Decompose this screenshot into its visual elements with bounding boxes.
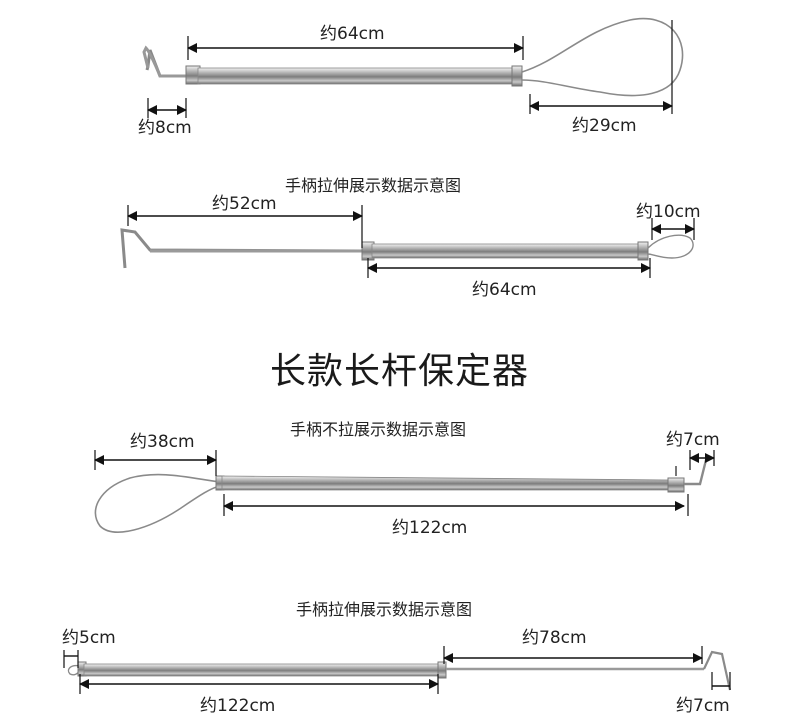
label-4-handle: 约122cm bbox=[200, 696, 276, 716]
dimension-line-4-extension bbox=[443, 646, 703, 664]
label-3-loop: 约38cm bbox=[130, 432, 195, 452]
page-title: 长款长杆保定器 bbox=[270, 351, 530, 392]
label-4-hook: 约7cm bbox=[676, 696, 730, 716]
dimension-line-2-handle bbox=[367, 258, 651, 278]
label-1-handle: 约64cm bbox=[320, 24, 385, 44]
label-2-handle: 约64cm bbox=[472, 280, 537, 300]
caption-section-3: 手柄不拉展示数据示意图 bbox=[290, 420, 467, 439]
pole-3 bbox=[94, 456, 713, 533]
label-1-hook: 约8cm bbox=[138, 118, 192, 138]
dimension-line-2-loop bbox=[651, 218, 695, 240]
label-4-loop: 约5cm bbox=[62, 628, 116, 648]
dimension-line-3-hook bbox=[689, 450, 715, 470]
dimension-line-1-loop bbox=[529, 20, 673, 114]
caption-section-2: 手柄拉伸展示数据示意图 bbox=[285, 176, 462, 195]
dimension-line-1-handle bbox=[187, 36, 524, 60]
dimension-line-3-loop bbox=[94, 450, 217, 476]
label-2-loop: 约10cm bbox=[636, 202, 701, 222]
label-3-hook: 约7cm bbox=[666, 430, 720, 450]
dimension-line-1-hook bbox=[147, 98, 187, 118]
dimension-line-2-extension bbox=[127, 205, 363, 248]
dimension-line-4-handle bbox=[79, 674, 439, 694]
dimension-line-4-hook bbox=[711, 672, 731, 690]
label-3-handle: 约122cm bbox=[392, 518, 468, 538]
caption-section-4: 手柄拉伸展示数据示意图 bbox=[296, 600, 473, 619]
pole-4 bbox=[67, 650, 732, 691]
label-2-extension: 约52cm bbox=[212, 194, 277, 214]
label-4-extension: 约78cm bbox=[522, 628, 587, 648]
dimension-line-4-loop bbox=[63, 650, 79, 668]
label-1-loop: 约29cm bbox=[572, 116, 637, 136]
pole-2 bbox=[120, 228, 694, 269]
pole-1 bbox=[142, 17, 684, 97]
dimension-line-3-handle bbox=[223, 494, 689, 516]
